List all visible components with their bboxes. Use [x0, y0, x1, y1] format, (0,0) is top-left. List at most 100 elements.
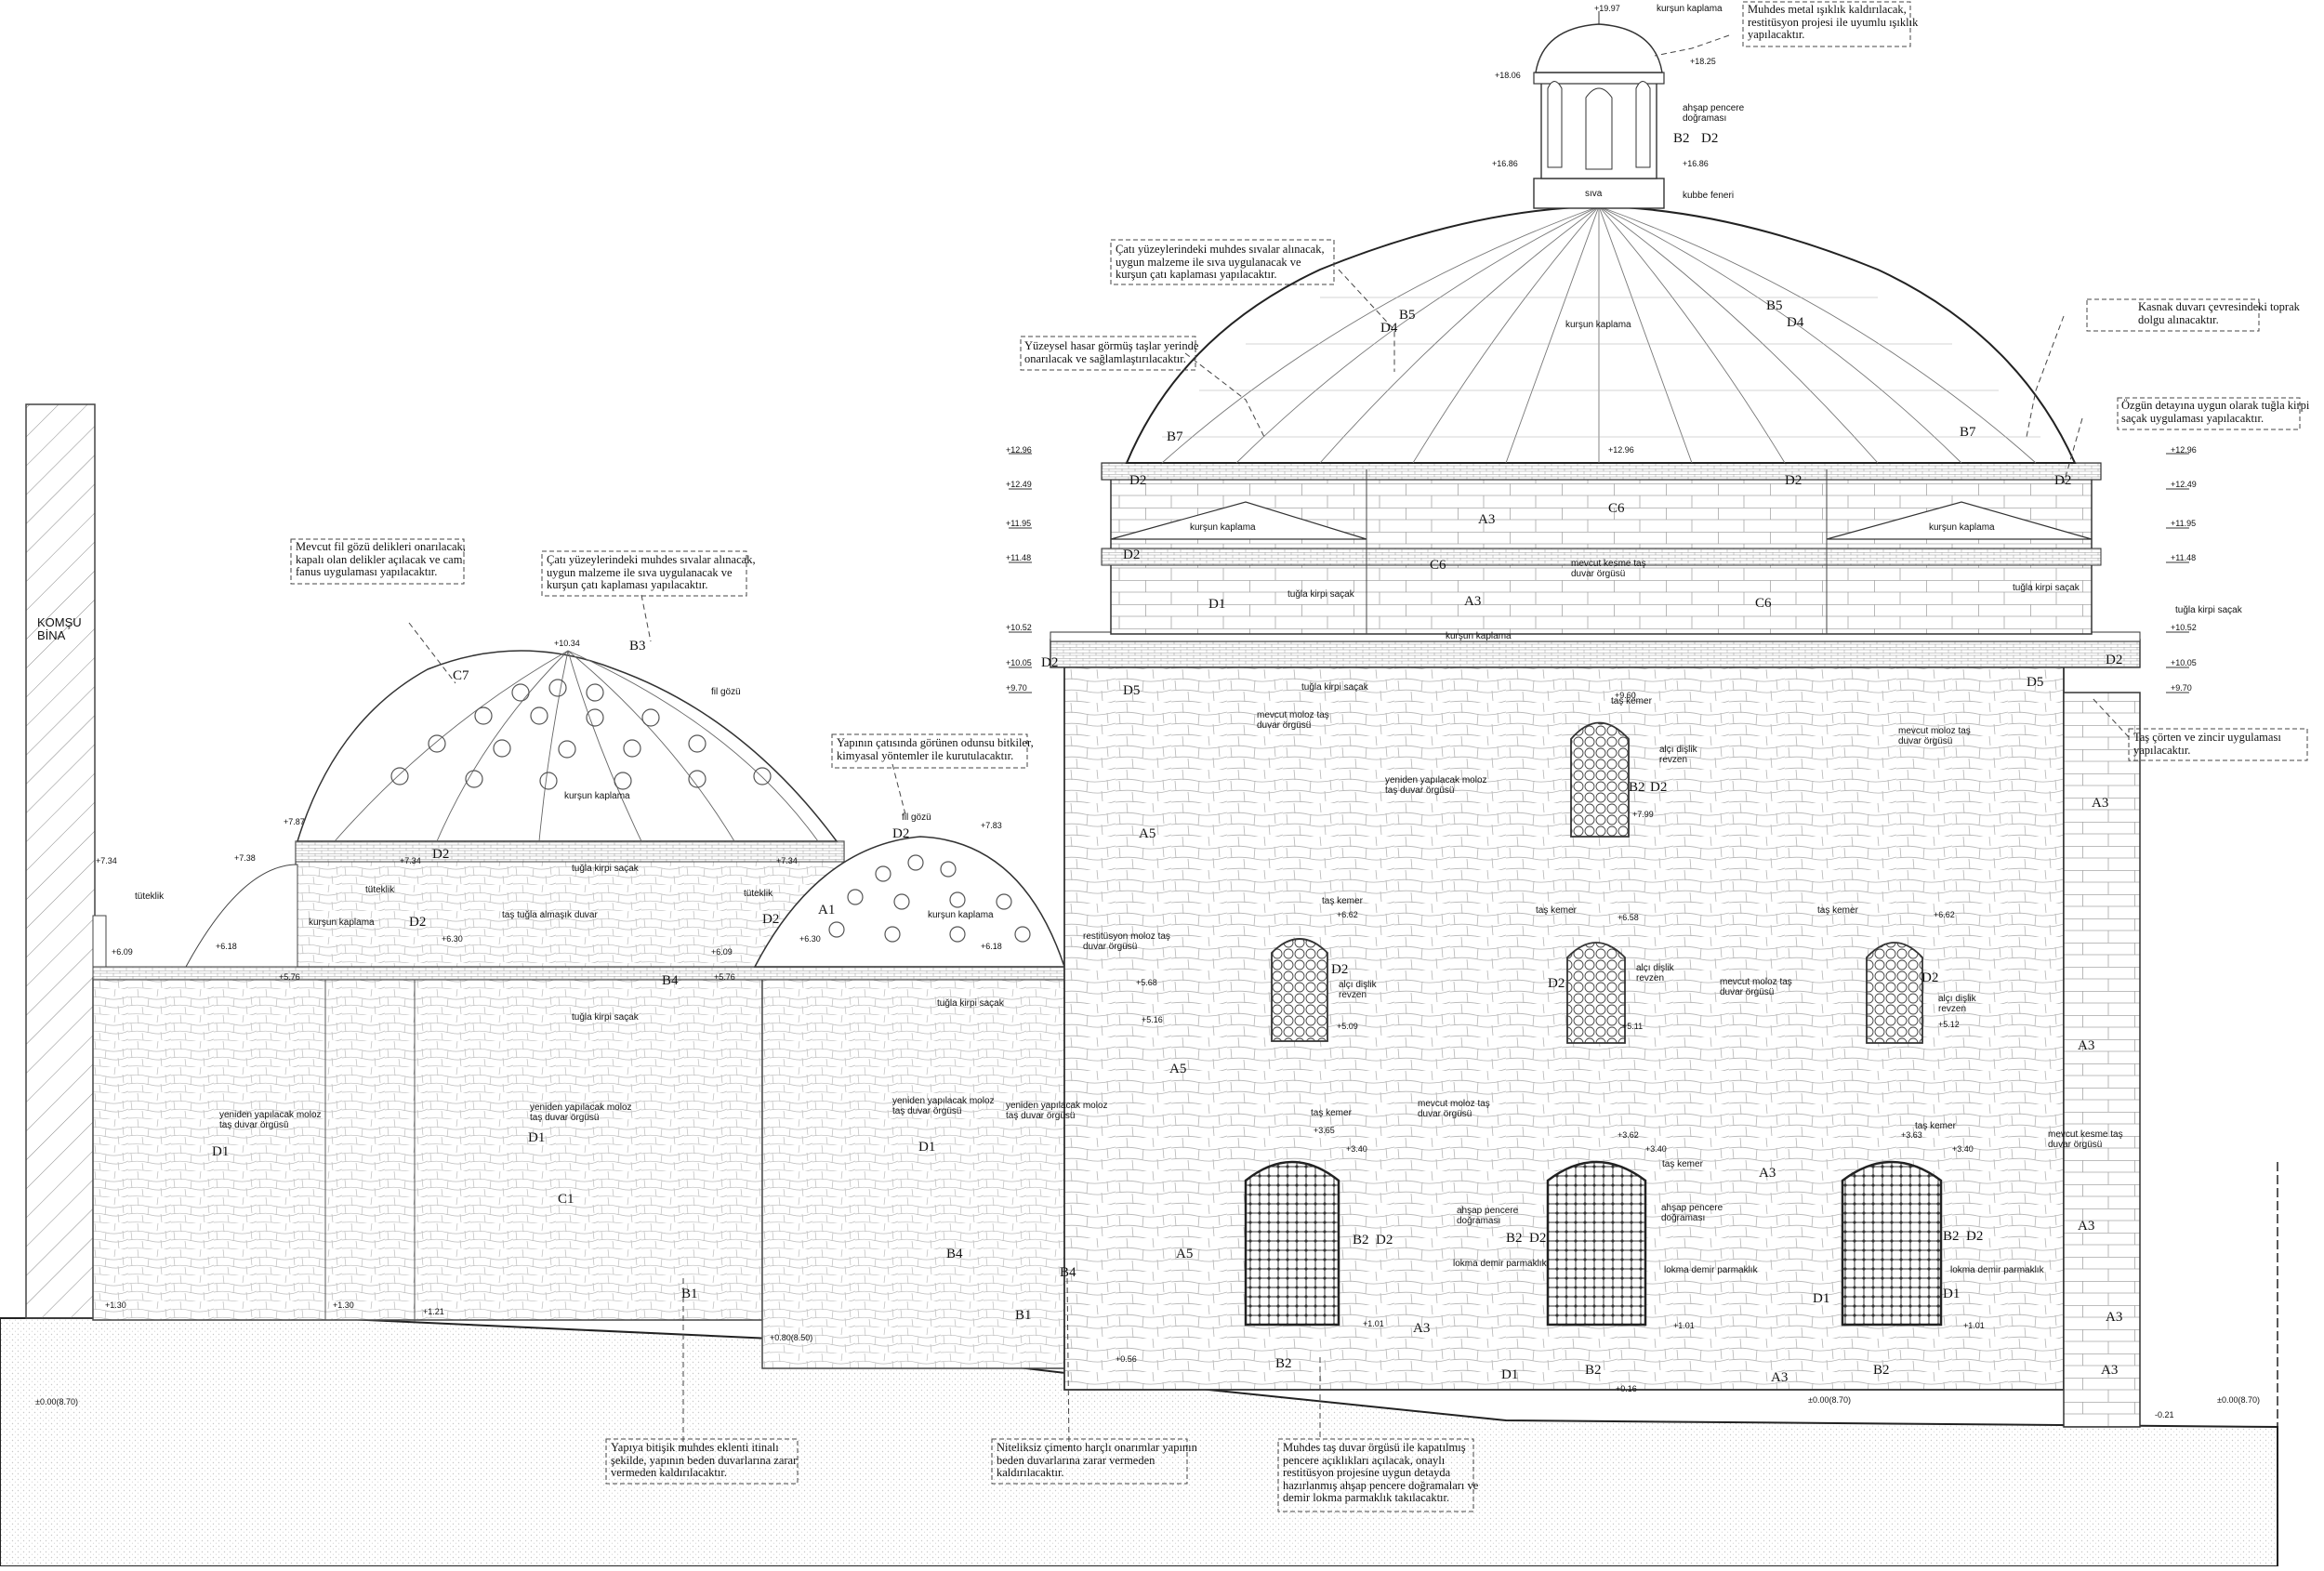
label-8: tuğla kirpi saçak [1287, 589, 1354, 600]
label-24-line-2: revzen [1938, 1004, 1967, 1014]
label-28-line-2: taş duvar örgüsü [892, 1106, 962, 1116]
label-14-line-1: mevcut moloz taş [1257, 710, 1329, 720]
label-25-line-1: mevcut moloz taş [1720, 977, 1792, 987]
label-41: fil gözü [902, 812, 931, 823]
elev-g-zero-right: ±0.00(8.70) [2217, 1395, 2260, 1405]
material-code-b2-c23: B2 [1629, 780, 1645, 795]
material-code-b7-c08: B7 [1960, 425, 1976, 440]
elev-right-l5: +10.05 [2171, 658, 2197, 667]
lantern-cap [1535, 23, 1663, 73]
elev-left-6-09: +6.09 [112, 947, 133, 957]
label-29-line-2: duvar örgüsü [1418, 1109, 1472, 1119]
material-code-c6-c15: C6 [1430, 558, 1446, 573]
note-openings-line-2: pencere açıklıkları açılacak, onaylı [1283, 1453, 1446, 1467]
elev-ld2-r: +3.40 [1645, 1144, 1667, 1154]
label-42: kurşun kaplama [928, 910, 994, 920]
material-code-a3-c57: A3 [1413, 1321, 1431, 1336]
label-39: kurşun kaplama [564, 791, 630, 801]
note-elephant-eye-line-3: fanus uygulaması yapılacaktır. [296, 565, 438, 578]
elev-g-0-56: +0.56 [1116, 1354, 1137, 1364]
label-50-line-2: taş duvar örgüsü [219, 1120, 289, 1130]
annex-vault [185, 864, 298, 968]
elev-l6: +9.70 [1006, 683, 1027, 693]
material-code-b2-c61: B2 [1275, 1356, 1292, 1371]
material-code-c6-c13: C6 [1608, 501, 1625, 516]
elev-w3-top: +6.62 [1934, 910, 1955, 919]
note-gargoyle-line-2: yapılacaktır. [2133, 743, 2191, 757]
elev-right-l3: +11.48 [2171, 553, 2197, 562]
note-small-dome-plaster-line-1: Çatı yüzeylerindeki muhdes sıvalar alına… [547, 553, 756, 566]
material-code-d2-c30: D2 [892, 826, 910, 841]
elev-small-dome-eave: +7.87 [284, 817, 305, 826]
label-20-line-2: revzen [1339, 990, 1367, 1000]
label-43: tuğla kirpi saçak [572, 864, 639, 874]
label-12: kurşun kaplama [1446, 631, 1512, 641]
middle-window-2 [1566, 942, 1626, 1044]
material-code-b2-c65: B2 [1873, 1363, 1890, 1378]
note-main-dome-plaster-line-1: Çatı yüzeylerindeki muhdes sıvalar alına… [1116, 243, 1325, 256]
label-46: tüteklik [135, 891, 165, 902]
material-code-d2-c29: D2 [432, 847, 450, 862]
elev-g-zero-left: ±0.00(8.70) [35, 1397, 78, 1406]
label-50-line-1: yeniden yapılacak moloz [219, 1110, 322, 1120]
note-drum-soil-line-2: dolgu alınacaktır. [2138, 312, 2219, 326]
label-7: kurşun kaplama [1929, 522, 1995, 533]
material-code-d2-c09: D2 [1129, 473, 1147, 488]
label-49: tuğla kirpi saçak [572, 1012, 639, 1023]
label-51-line-2: taş duvar örgüsü [530, 1113, 600, 1123]
neighbor-building [25, 403, 96, 1319]
material-code-d2-c49: D2 [1529, 1231, 1547, 1246]
note-brick-eave-line-1: Özgün detayına uygun olarak tuğla kirpi [2121, 399, 2310, 412]
label-45: tüteklik [744, 889, 773, 899]
label-24-line-1: alçı dişlik [1938, 994, 1976, 1004]
material-code-d2-c36: D2 [1548, 976, 1565, 991]
material-code-d2-c51: D2 [1966, 1229, 1984, 1244]
label-6: kurşun kaplama [1190, 522, 1256, 533]
note-lantern-line-1: Muhdes metal ışıklık kaldırılacak, [1748, 3, 1907, 16]
elev-annex-7-34: +7.34 [776, 856, 798, 865]
label-2-line-2: doğraması [1683, 113, 1727, 124]
note-openings-line-5: demir lokma parmaklık takılacaktır. [1283, 1491, 1450, 1504]
lower-window-1 [1244, 1160, 1340, 1327]
material-code-a3-c64: A3 [1771, 1370, 1789, 1385]
lower-window-2 [1546, 1160, 1647, 1327]
note-annex-line-2: şekilde, yapının beden duvarlarına zarar [611, 1453, 798, 1467]
upper-window [1570, 721, 1630, 838]
label-19: taş kemer [1322, 896, 1363, 906]
elev-right-cornice-top: +12.96 [2171, 445, 2197, 455]
label-28-line-1: yeniden yapılacak moloz [892, 1096, 995, 1106]
elev-l3: +11.48 [1006, 553, 1032, 562]
elev-lantern-top: +19.97 [1594, 4, 1620, 13]
note-cement-line-3: kaldırılacaktır. [997, 1466, 1064, 1479]
material-code-d2-c14: D2 [1123, 548, 1141, 562]
neighbor-label-line-2: BİNA [37, 628, 66, 642]
elev-right-l2: +11.95 [2171, 519, 2197, 528]
middle-window-1 [1271, 938, 1328, 1042]
label-11-line-2: duvar örgüsü [1571, 569, 1626, 579]
material-code-d4-c06: D4 [1787, 315, 1804, 330]
elev-ld2-top: +3.62 [1618, 1130, 1639, 1140]
label-37: lokma demir parmaklık [1664, 1265, 1758, 1275]
material-code-d1-c62: D1 [1501, 1367, 1519, 1382]
material-code-b3-c28: B3 [629, 639, 646, 653]
elev-l2: +11.95 [1006, 519, 1032, 528]
label-27: tuğla kirpi saçak [937, 998, 1004, 1009]
label-11-line-1: mevcut kesme taş [1571, 559, 1646, 569]
material-code-d2-c11: D2 [2054, 473, 2072, 488]
label-38: lokma demir parmaklık [1950, 1265, 2044, 1275]
elev-lantern-left: +18.06 [1495, 71, 1521, 80]
material-code-d2-c37: D2 [1921, 970, 1939, 985]
label-23: taş kemer [1817, 905, 1858, 916]
note-small-dome-plaster-line-3: kurşun çatı kaplaması yapılacaktır. [547, 578, 708, 591]
material-code-a3-c17: A3 [1464, 594, 1482, 609]
label-51-line-1: yeniden yapılacak moloz [530, 1102, 632, 1113]
label-33-line-2: duvar örgüsü [2048, 1140, 2103, 1150]
elev-dome2-6-18: +6.18 [981, 942, 1002, 951]
label-26-line-1: restitüsyon moloz taş [1083, 931, 1170, 942]
elev-w3-bot: +5.12 [1938, 1020, 1960, 1029]
material-code-b2-c63: B2 [1585, 1363, 1602, 1378]
note-openings-line-1: Muhdes taş duvar örgüsü ile kapatılmış [1283, 1441, 1466, 1454]
material-code-a5-c54: A5 [1176, 1247, 1194, 1261]
